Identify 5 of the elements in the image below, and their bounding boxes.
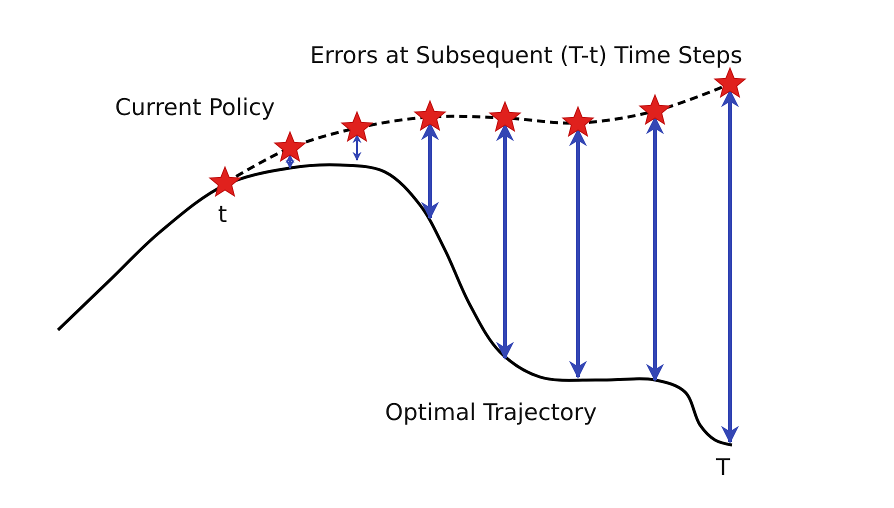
label: Current Policy bbox=[115, 96, 275, 122]
time-label: t bbox=[218, 203, 228, 228]
caption: Errors at Subsequent (T-t) Time Steps bbox=[310, 44, 742, 70]
label: Optimal Trajectory bbox=[385, 401, 597, 426]
time-label: T bbox=[716, 456, 730, 482]
